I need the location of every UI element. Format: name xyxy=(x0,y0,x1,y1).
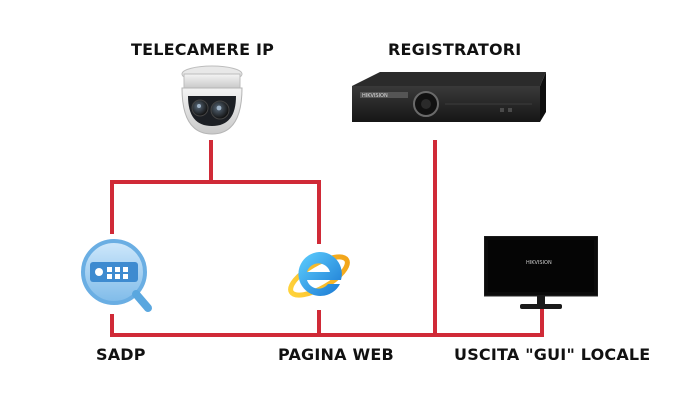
dome-camera-icon xyxy=(181,65,243,135)
monitor-brand-text: HIKVISION xyxy=(526,260,552,266)
recorder-brand-text: HIKVISION xyxy=(362,93,388,99)
sadp-tool-icon xyxy=(76,234,154,314)
internet-explorer-icon xyxy=(288,251,350,298)
local-gui-output-label: USCITA "GUI" LOCALE xyxy=(454,345,651,364)
web-page-label: PAGINA WEB xyxy=(278,345,394,364)
recorders-label: REGISTRATORI xyxy=(388,40,522,59)
sadp-label: SADP xyxy=(96,345,146,364)
monitor-icon: HIKVISION xyxy=(484,236,598,309)
nvr-recorder-icon: HIKVISION xyxy=(352,72,546,122)
ip-cameras-label: TELECAMERE IP xyxy=(131,40,275,59)
